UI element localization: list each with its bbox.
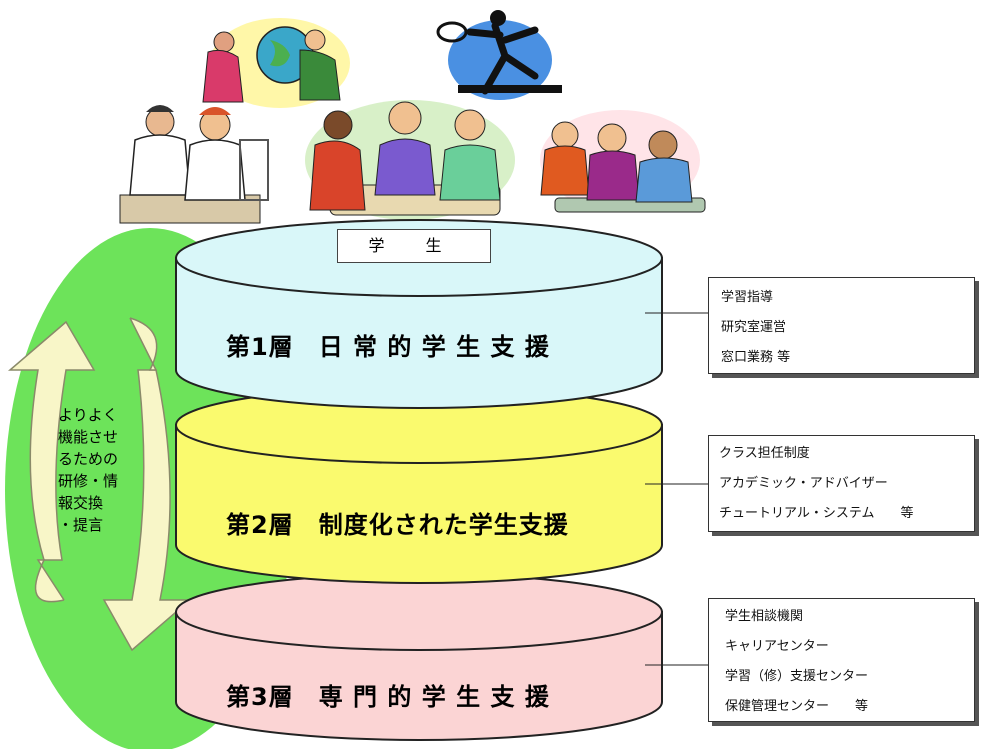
discussion-group-clipart (305, 100, 515, 220)
layer-2-example: チュートリアル・システム 等 (719, 506, 914, 521)
tennis-player-clipart (436, 10, 562, 100)
cycle-arrows (7, 317, 193, 652)
layer-1-example: 窓口業務 等 (721, 350, 791, 365)
layer-3-cylinder (175, 573, 663, 741)
layer-3-examples-box: 学生相談機関 キャリアセンター 学習（修）支援センター 保健管理センター 等 (708, 598, 975, 722)
layer-1-title: 第1層 日 常 的 学 生 支 援 (226, 333, 550, 361)
layer-3-example: 学生相談機関 (725, 609, 804, 624)
layer-2-examples-box: クラス担任制度 アカデミック・アドバイザー チュートリアル・システム 等 (708, 435, 975, 532)
layer-2-example: クラス担任制度 (719, 446, 810, 461)
layer-1-example: 研究室運営 (721, 320, 787, 335)
cycle-caption-line: 研修・情 (58, 472, 119, 490)
teaching-globe-clipart (202, 18, 350, 108)
cycle-caption-line: るための (58, 450, 119, 468)
cycle-caption-line: ・提言 (58, 516, 104, 534)
cycle-caption-line: 報交換 (58, 494, 104, 512)
layer-3-example: 保健管理センター 等 (725, 699, 869, 714)
lunch-students-clipart (540, 110, 706, 213)
layer-2-cylinder (175, 386, 663, 584)
layer-1-example: 学習指導 (721, 290, 774, 305)
lab-students-clipart (119, 105, 269, 224)
cycle-caption-line: よりよく (58, 406, 118, 424)
layer-2-example: アカデミック・アドバイザー (719, 476, 888, 491)
layer-3-example: 学習（修）支援センター (725, 669, 869, 684)
layer-2-title: 第2層 制度化された学生支援 (226, 511, 569, 539)
cycle-caption-line: 機能させ (58, 428, 119, 446)
layer-3-example: キャリアセンター (725, 639, 829, 654)
students-label: 学 生 (337, 229, 491, 263)
cycle-caption: よりよく 機能させ るための 研修・情 報交換 ・提言 (58, 404, 154, 536)
layer-1-examples-box: 学習指導 研究室運営 窓口業務 等 (708, 277, 975, 374)
layer-3-title: 第3層 専 門 的 学 生 支 援 (226, 683, 550, 711)
